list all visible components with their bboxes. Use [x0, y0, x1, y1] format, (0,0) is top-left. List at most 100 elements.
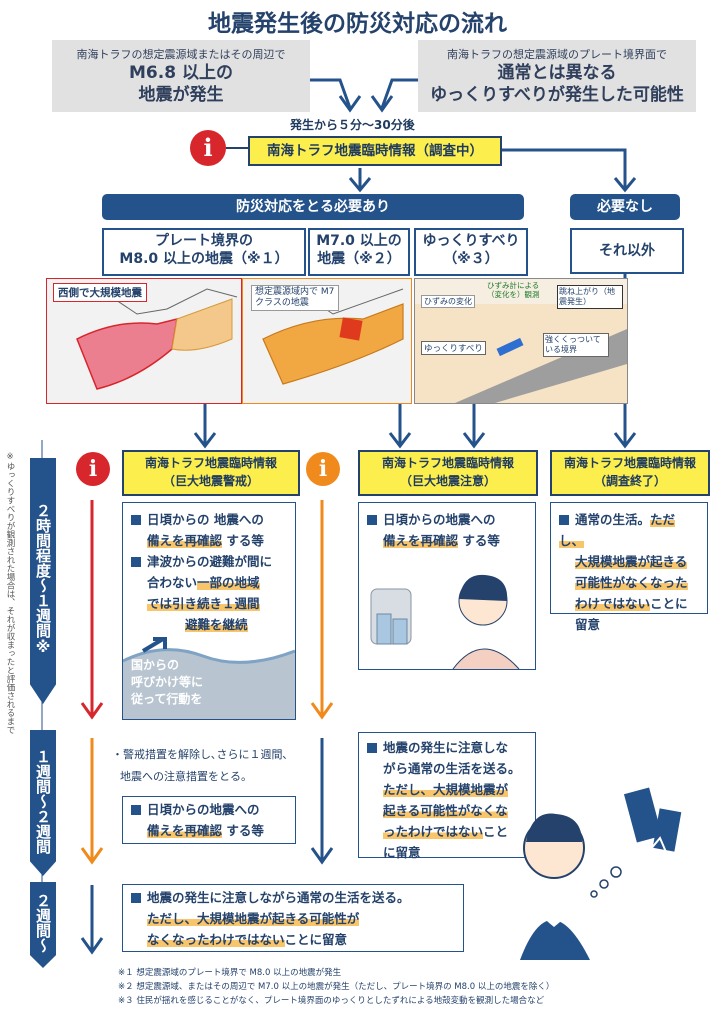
caution-a: 日頃からの地震への: [383, 512, 496, 527]
connector: [226, 147, 248, 149]
info-orange-icon: i: [306, 452, 340, 486]
trigger-left-line3: 地震が発生: [138, 85, 224, 105]
trigger-right-line1: 南海トラフの想定震源域のプレート境界面で: [447, 48, 667, 61]
trigger-right-line2: 通常とは異なる: [497, 63, 617, 83]
info-ended-line1: 南海トラフ地震臨時情報: [563, 456, 696, 470]
info-caution: 南海トラフ地震臨時情報 （巨大地震注意）: [358, 450, 538, 496]
time-label: 発生から５分～30分後: [290, 118, 415, 132]
category-m8-line2: M8.0 以上の地震（※１）: [119, 251, 289, 267]
period-3: ２週間〜: [30, 882, 56, 968]
end-c: 大規模地震が起きる: [575, 554, 688, 569]
week2-right-h: に留意: [383, 845, 421, 860]
week3-b: ただし、: [147, 911, 198, 926]
panel-week3: 地震の発生に注意しながら通常の生活を送る。 ただし、大規模地震が起きる可能性が …: [122, 884, 464, 952]
trigger-left-line1: 南海トラフの想定震源域またはその周辺で: [76, 48, 286, 61]
bullet-icon: [131, 893, 141, 903]
period-1: ２時間程度〜１週間※: [30, 458, 56, 704]
slow-slip-diagram: ひずみの変化 ひずみ計による（変化を）観測 跳ね上がり（地震発生） ゆっくりすべ…: [414, 278, 628, 404]
warn-b1-a: 日頃からの 地震への: [147, 512, 264, 527]
person-buildings-illustration: [520, 787, 682, 960]
footnote-1: ※１ 想定震源域のプレート境界で M8.0 以上の地震が発生: [118, 968, 342, 978]
panel-warning: 日頃からの 地震への 備えを再確認 する等 津波からの避難が間に 合わない一部の…: [122, 502, 296, 720]
trigger-large-earthquake: 南海トラフの想定震源域またはその周辺で M6.8 以上の 地震が発生: [52, 40, 310, 112]
gov-line-c: 従って行動を: [131, 692, 203, 706]
week2-note-b: 地震への注意措置をとる。: [120, 770, 252, 783]
bullet-icon: [559, 515, 569, 525]
period-2: １週間〜２週間: [30, 730, 56, 876]
period-3-label: ２週間〜: [34, 893, 52, 953]
side-note: ※ゆっくりすべりが観測された場合は、それが収まったと評価されるまで: [5, 452, 15, 734]
info-ended: 南海トラフ地震臨時情報 （調査終了）: [550, 450, 710, 496]
info-warning-line2: （巨大地震警戒）: [162, 474, 259, 488]
end-e: わけではない: [575, 596, 651, 611]
bar-no-action: 必要なし: [570, 194, 680, 220]
caution-b: 備えを再確認: [383, 533, 459, 548]
end-f: ことに: [650, 596, 688, 611]
period-1-label: ２時間程度〜１週間※: [34, 502, 52, 656]
supplies-person-illustration: [370, 574, 520, 669]
week2-right-f: ったわけではない: [383, 824, 484, 839]
info-investigating: 南海トラフ地震臨時情報（調査中）: [248, 136, 502, 166]
category-slow-line1: ゆっくりすべり: [422, 233, 520, 249]
warn-b1-c: する等: [222, 533, 264, 548]
info-warning-line1: 南海トラフ地震臨時情報: [144, 456, 277, 470]
bullet-icon: [131, 515, 141, 525]
footnote-3: ※３ 住民が揺れを感じることがなく、プレート境界面のゆっくりとしたずれによる地殻…: [118, 996, 545, 1006]
bullet-icon: [131, 557, 141, 567]
category-slow-line2: （※３）: [443, 251, 499, 267]
category-m8-line1: プレート境界の: [155, 233, 253, 249]
bullet-icon: [367, 743, 377, 753]
map-western-quake: 西側で大規模地震: [46, 278, 242, 404]
week2-note: ・警戒措置を解除し､さらに１週間､ 地震への注意措置をとる。: [112, 744, 288, 788]
end-d: 可能性がなくなった: [575, 575, 688, 590]
week3-a: 地震の発生に注意しながら通常の生活を送る。: [147, 890, 410, 905]
map2-label: 想定震源域内で M7クラスの地震: [251, 285, 339, 311]
week2-left-a: 日頃からの地震への: [147, 802, 260, 817]
trigger-left-line2: M6.8 以上の: [129, 63, 233, 83]
info-red-icon: i: [190, 130, 226, 166]
panel-week2-left: 日頃からの地震への 備えを再確認 する等: [122, 796, 296, 844]
gov-line-b: 呼びかけ等に: [131, 675, 204, 689]
map3-label-a: ひずみの変化: [421, 295, 475, 308]
map3-label-c: 跳ね上がり（地震発生）: [557, 285, 623, 309]
week2-left-b: 備えを再確認: [147, 823, 223, 838]
week2-right-g: こと: [483, 824, 509, 839]
bar-action-required: 防災対応をとる必要あり: [102, 194, 524, 220]
page-title: 地震発生後の防災対応の流れ: [208, 11, 507, 37]
warn-b2-c: 一部の地域: [197, 575, 260, 590]
map3-label-e: 強くくっついている境界: [543, 333, 609, 357]
info-ended-line2: （調査終了）: [593, 474, 666, 488]
week2-note-a: ・警戒措置を解除し､さらに１週間､: [112, 748, 288, 761]
end-a: 通常の生活。: [575, 512, 651, 527]
end-g: 留意: [575, 617, 601, 632]
panel-caution: 日頃からの地震への 備えを再確認 する等: [358, 502, 536, 670]
category-slow-slip: ゆっくりすべり （※３）: [414, 228, 528, 276]
footnote-2: ※２ 想定震源域、またはその周辺で M7.0 以上の地震が発生（ただし、プレート…: [118, 982, 555, 992]
category-m8: プレート境界の M8.0 以上の地震（※１）: [102, 228, 306, 276]
category-m7-line1: M7.0 以上の: [316, 233, 402, 249]
map3-label-b: ひずみ計による（変化を）観測: [487, 281, 540, 299]
period-2-label: １週間〜２週間: [34, 748, 52, 854]
map1-label: 西側で大規模地震: [53, 283, 147, 302]
week3-c: 大規模地震が起きる可能性が: [197, 911, 360, 926]
week2-right-c: ただし、: [383, 782, 434, 797]
info-red-icon-2: i: [76, 452, 110, 486]
category-m7-line2: 地震（※２）: [317, 251, 401, 267]
bullet-icon: [131, 805, 141, 815]
tsunami-illustration: [123, 637, 295, 719]
week2-right-e: 起きる可能性がなくな: [383, 803, 508, 818]
week3-e: ことに留意: [284, 932, 348, 947]
panel-ended: 通常の生活。ただし、 大規模地震が起きる 可能性がなくなった わけではないことに…: [550, 502, 708, 632]
bullet-icon: [367, 515, 377, 525]
warn-b2-d: では引き続き１週間: [147, 596, 260, 611]
map-western-image: [56, 288, 238, 390]
gov-call: 国からの 呼びかけ等に 従って行動を: [131, 657, 203, 708]
warn-b2-a: 津波からの避難が間に: [147, 554, 273, 569]
category-other: それ以外: [570, 228, 684, 274]
week3-d: なくなったわけではない: [147, 932, 285, 947]
week2-right-a: 地震の発生に注意しな: [383, 740, 509, 755]
warn-b1-b: 備えを再確認: [147, 533, 223, 548]
week2-right-d: 大規模地震が: [433, 782, 509, 797]
panel-week2-right: 地震の発生に注意しな がら通常の生活を送る。 ただし、大規模地震が 起きる可能性…: [358, 732, 536, 860]
info-warning: 南海トラフ地震臨時情報 （巨大地震警戒）: [122, 450, 300, 496]
